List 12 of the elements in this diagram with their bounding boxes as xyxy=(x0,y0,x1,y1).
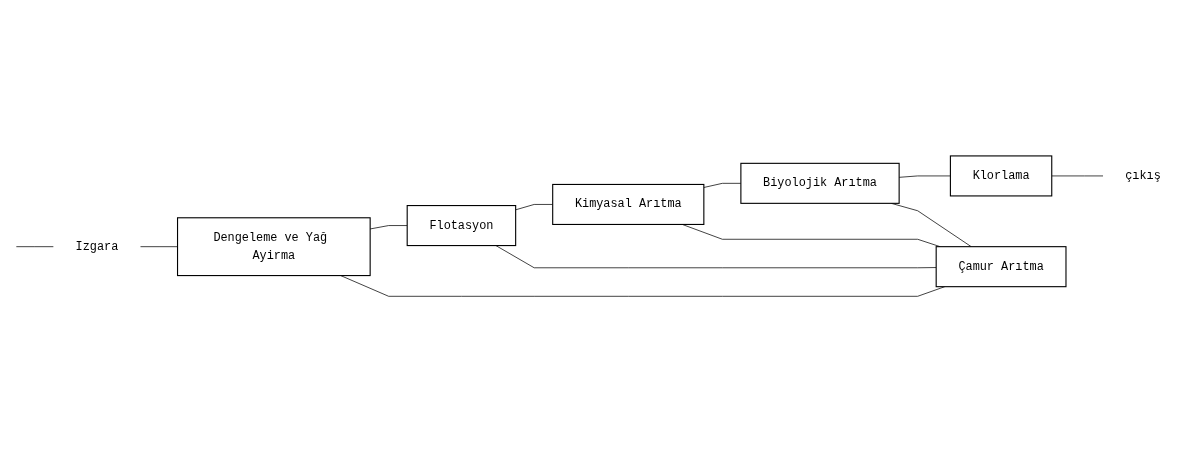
connector-line xyxy=(140,246,178,248)
process-box: Flotasyon xyxy=(406,205,517,247)
connector-line xyxy=(495,245,937,269)
connector-line xyxy=(1051,175,1104,177)
node-text: çıkış xyxy=(1125,169,1161,183)
process-box: Kimyasal Arıtma xyxy=(552,184,705,226)
node-text: Izgara xyxy=(75,240,119,254)
connector-line xyxy=(15,246,54,248)
process-box: Dengeleme ve Yağ Ayirma xyxy=(177,217,371,277)
process-box: Klorlama xyxy=(949,155,1053,197)
process-box: Biyolojik Arıtma xyxy=(740,163,900,205)
process-box: Çamur Arıtma xyxy=(935,246,1067,288)
